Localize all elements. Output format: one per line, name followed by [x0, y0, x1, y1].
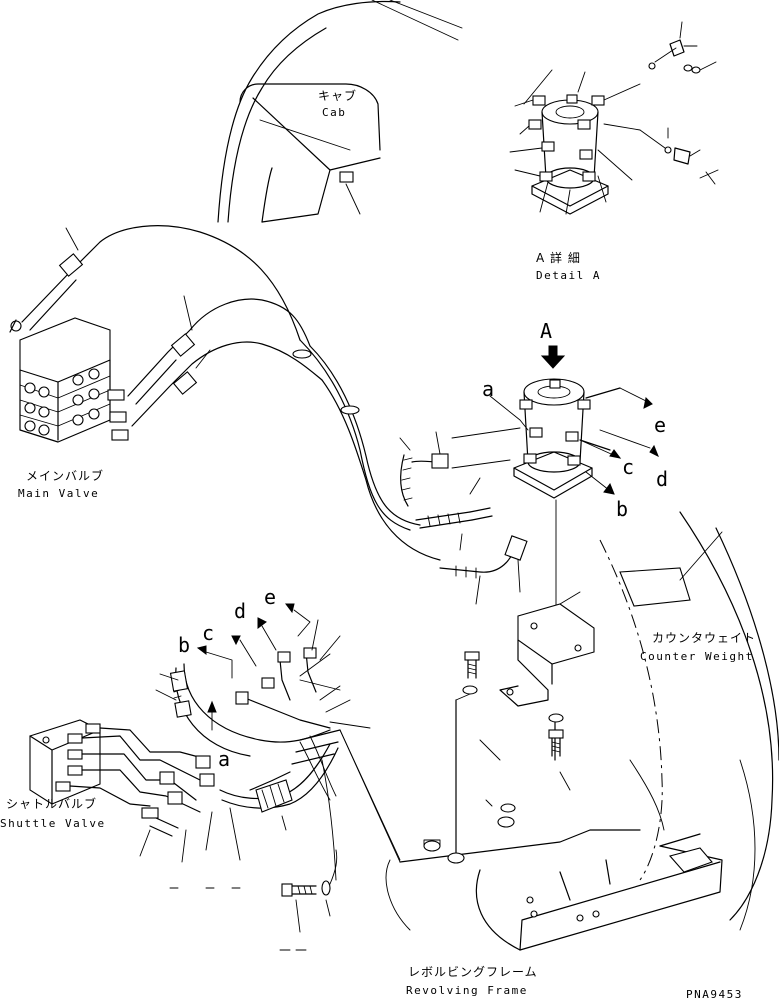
bolt-bottom	[169, 849, 338, 951]
counterweight	[599, 511, 779, 921]
revolving-frame	[339, 699, 756, 951]
cab-outline	[217, 0, 463, 223]
ref-label-d-joint: d	[656, 467, 668, 491]
mounting-bracket	[499, 591, 595, 761]
frame-label-en: Revolving Frame	[406, 984, 528, 997]
main-valve	[9, 317, 129, 443]
ref-label-a-shuttle: a	[218, 747, 230, 771]
cab-label-en: Cab	[322, 106, 346, 119]
counterweight-label-en: Counter Weight	[640, 650, 754, 663]
ref-label-c-shuttle: c	[202, 621, 214, 645]
detail-a-label-jp: A 詳 細	[536, 250, 581, 265]
shuttle-valve-label-en: Shuttle Valve	[0, 817, 106, 830]
frame-label-jp: レボルビングフレーム	[408, 965, 538, 979]
ref-label-b-shuttle: b	[178, 633, 190, 657]
view-arrow-icon	[540, 345, 566, 369]
shuttle-hose-bundle	[139, 619, 401, 881]
view-a-marker: A	[540, 319, 552, 343]
bolt-right	[548, 713, 571, 791]
hose-bundle	[292, 339, 528, 605]
counterweight-label-jp: カウンタウェイト	[652, 631, 756, 645]
cab-label-jp: キャブ	[318, 88, 357, 103]
detail-a-label-en: Detail A	[536, 269, 601, 282]
ref-label-e-joint: e	[654, 413, 666, 437]
ref-label-c-joint: c	[622, 455, 634, 479]
pipe-d-lead	[599, 429, 651, 449]
ref-label-a-joint: a	[482, 377, 494, 401]
shuttle-valve-label-jp: シャトルバルブ	[6, 796, 97, 811]
bolt-left	[455, 651, 480, 701]
swivel-joint-detail	[509, 21, 719, 215]
main-valve-label-jp: メインバルブ	[26, 468, 104, 483]
main-valve-hoses	[21, 225, 323, 427]
ref-label-e-shuttle: e	[264, 585, 276, 609]
main-valve-label-en: Main Valve	[18, 487, 99, 500]
ref-label-b-joint: b	[616, 497, 628, 521]
swivel-joint	[489, 378, 621, 613]
ref-label-d-shuttle: d	[234, 599, 246, 623]
drawing-number: PNA9453	[686, 988, 743, 1001]
